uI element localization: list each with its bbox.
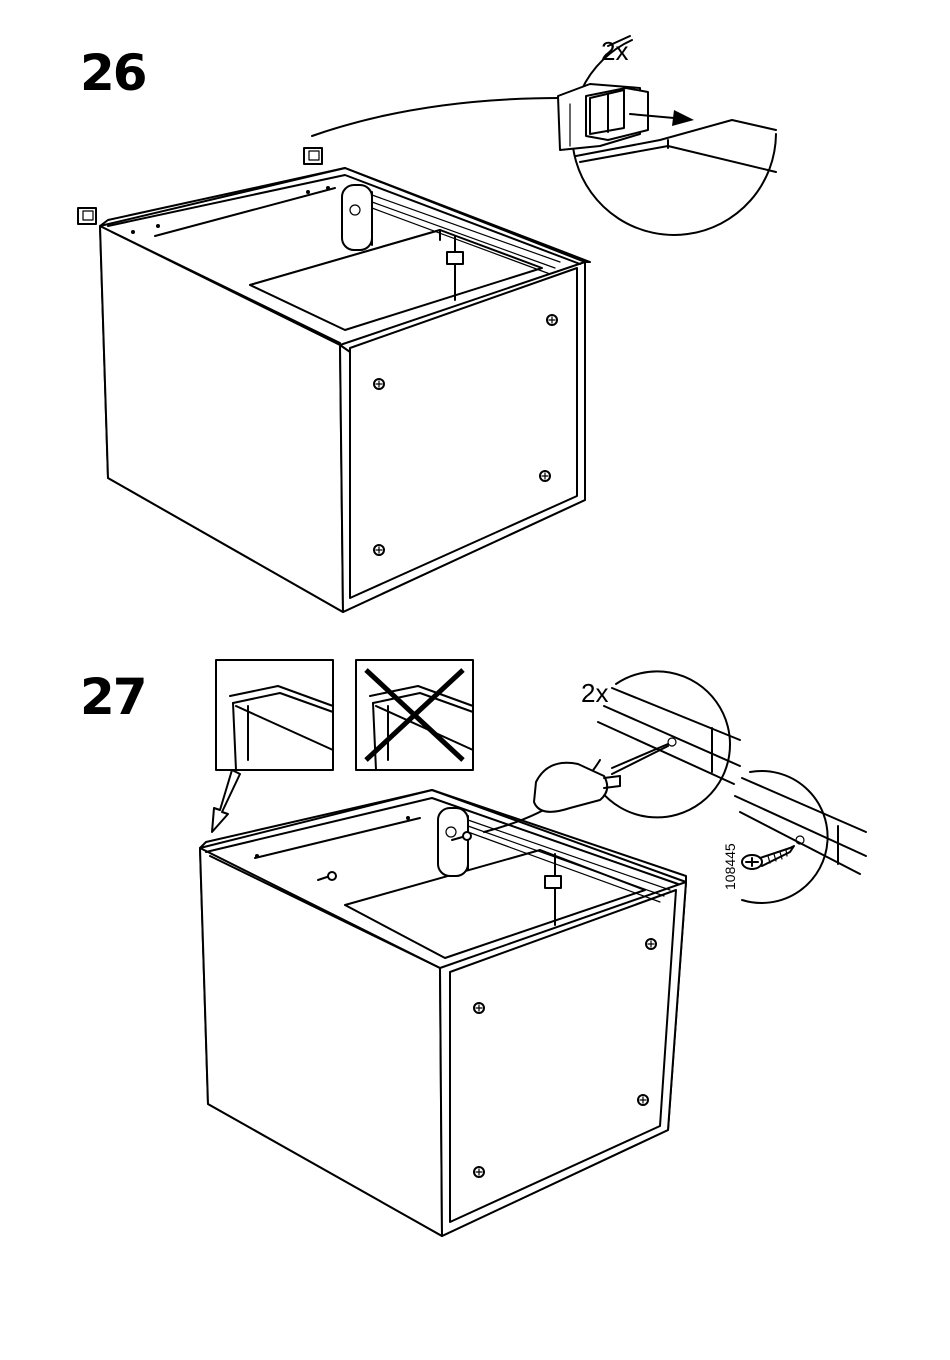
screwdriver-icon	[534, 763, 620, 812]
down-arrow-icon	[212, 770, 240, 832]
clip-icon-left	[78, 208, 96, 224]
step-27-magnifier-part	[735, 771, 866, 903]
screw-icon	[742, 846, 794, 869]
callout-leader-26	[312, 98, 560, 136]
step-26-magnifier	[558, 36, 776, 235]
clip-icon-back	[304, 148, 322, 164]
step-27-cabinet	[200, 790, 686, 1236]
step-26-cabinet	[100, 168, 590, 612]
incorrect-example-frame	[356, 660, 473, 770]
correct-example-frame	[216, 660, 333, 770]
step-27-magnifier-screwdriver	[598, 671, 740, 817]
